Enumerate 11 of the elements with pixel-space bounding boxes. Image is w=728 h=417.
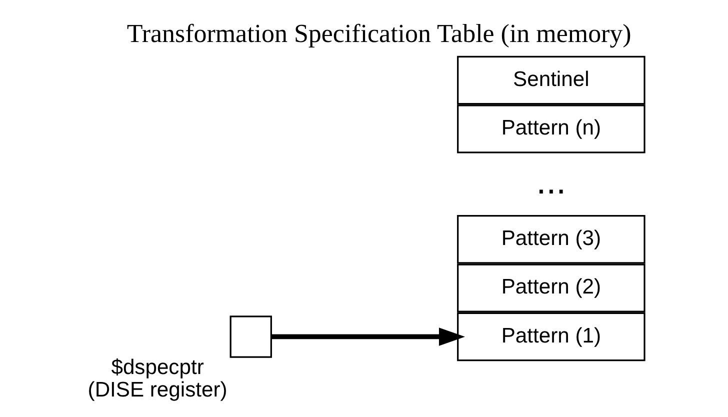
node-label: (DISE register) xyxy=(87,378,227,402)
node-box: Pattern (n) xyxy=(456,104,645,154)
diagram-title: Transformation Specification Table (in memory) xyxy=(126,18,631,48)
node-box: Pattern (2) xyxy=(456,264,645,312)
node-label: $dspecptr xyxy=(110,356,204,379)
node-box: Sentinel xyxy=(456,56,645,105)
node-box xyxy=(229,316,272,358)
label: ... xyxy=(536,161,566,202)
arrow xyxy=(271,328,465,346)
node-box: Pattern (3) xyxy=(456,215,645,264)
node-box: Pattern (1) xyxy=(456,312,645,362)
